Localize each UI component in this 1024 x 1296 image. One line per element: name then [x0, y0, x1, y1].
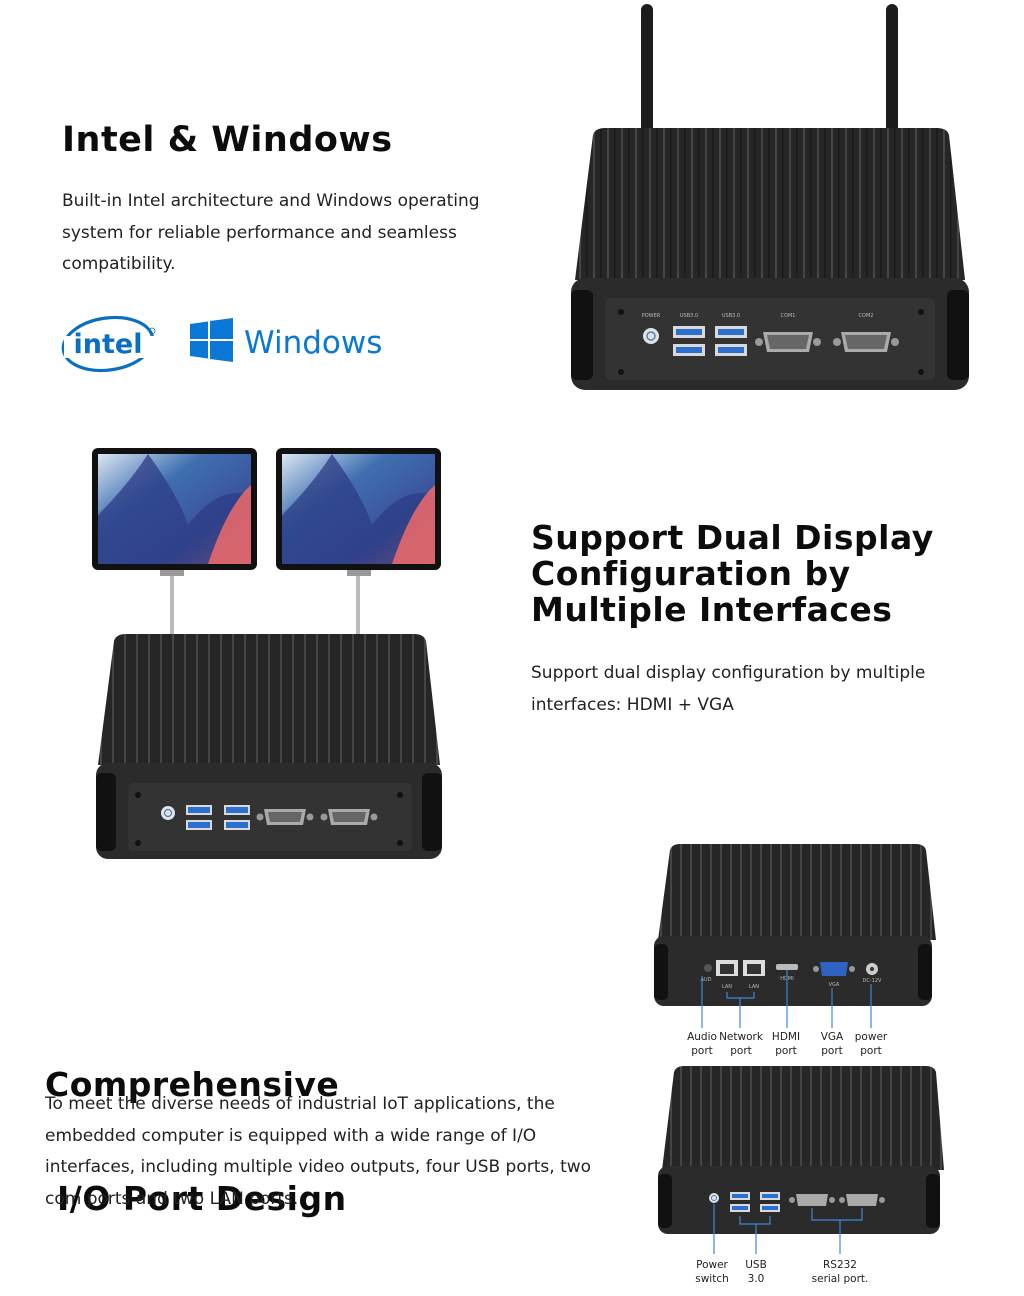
- bottom-port-labels: Power switch USB 3.0 RS232 serial port.: [695, 1259, 868, 1285]
- rear-label-lan2: LAN: [749, 984, 759, 990]
- io-port-title: Comprehensive I/O Port Design: [45, 990, 347, 1256]
- com-ports-icon: [755, 332, 899, 352]
- monitor-left: [92, 448, 257, 576]
- antenna-left: [641, 4, 653, 144]
- antenna-right: [886, 4, 898, 144]
- rear-panel-image: AUD LAN LAN HDMI VGA DC-12V: [654, 844, 936, 1006]
- windows-logo-text: Windows: [244, 325, 382, 361]
- dual-display-pc-image: [92, 448, 442, 859]
- label-power-port: port: [860, 1045, 882, 1057]
- label-vga: VGA: [821, 1031, 844, 1043]
- io-port-title-line1: Comprehensive: [45, 1065, 340, 1104]
- label-vga-port: port: [821, 1045, 843, 1057]
- io-ports-diagram: AUD LAN LAN HDMI VGA DC-12V Audio port N…: [654, 844, 944, 1285]
- label-power-switch-2: switch: [695, 1273, 729, 1285]
- panel-label-usb1: USB3.0: [680, 313, 698, 319]
- io-port-description: To meet the diverse needs of industrial …: [45, 1094, 592, 1209]
- front-panel-image: [658, 1066, 944, 1234]
- label-audio-port: port: [691, 1045, 713, 1057]
- rear-label-vga: VGA: [829, 982, 840, 988]
- label-usb-version: 3.0: [748, 1273, 765, 1285]
- monitor-right: [276, 448, 441, 576]
- dual-display-title-line1: Support Dual Display: [531, 518, 934, 557]
- panel-label-usb2: USB3.0: [722, 313, 740, 319]
- label-hdmi: HDMI: [772, 1031, 800, 1043]
- label-network-port: port: [730, 1045, 752, 1057]
- dual-display-title: Support Dual Display Configuration by Mu…: [531, 520, 991, 628]
- top-port-labels: Audio port Network port HDMI port VGA po…: [687, 1031, 888, 1057]
- intel-logo: intel: [61, 315, 159, 373]
- dual-display-description: Support dual display configuration by mu…: [531, 663, 926, 715]
- intel-windows-title: Intel & Windows: [62, 120, 393, 160]
- rear-label-lan1: LAN: [722, 984, 732, 990]
- dual-display-title-line2: Configuration by: [531, 554, 851, 593]
- label-audio: Audio: [687, 1031, 717, 1043]
- label-usb: USB: [745, 1259, 767, 1271]
- power-button-icon: [643, 328, 659, 344]
- io-port-title-line2: I/O Port Design: [45, 1179, 347, 1218]
- label-hdmi-port: port: [775, 1045, 797, 1057]
- rear-label-dc: DC-12V: [863, 978, 883, 984]
- windows-logo: Windows: [190, 318, 382, 362]
- panel-label-power: POWER: [642, 313, 661, 319]
- dual-display-title-line3: Multiple Interfaces: [531, 590, 893, 629]
- intel-logo-text: intel: [74, 329, 143, 360]
- windows-icon: [190, 318, 233, 362]
- intel-windows-description: Built-in Intel architecture and Windows …: [62, 191, 480, 274]
- rear-label-aud: AUD: [701, 977, 712, 983]
- label-network: Network: [719, 1031, 764, 1043]
- panel-label-com1: COM1: [781, 313, 796, 319]
- usb-ports-icon: [673, 326, 747, 356]
- label-serial-port: serial port.: [812, 1273, 869, 1285]
- mini-pc-with-antennas-image: POWER USB3.0 USB3.0 COM1 COM2: [571, 4, 969, 390]
- label-power-switch: Power: [696, 1259, 728, 1271]
- label-rs232: RS232: [823, 1259, 857, 1271]
- label-power: power: [855, 1031, 888, 1043]
- panel-label-com2: COM2: [859, 313, 874, 319]
